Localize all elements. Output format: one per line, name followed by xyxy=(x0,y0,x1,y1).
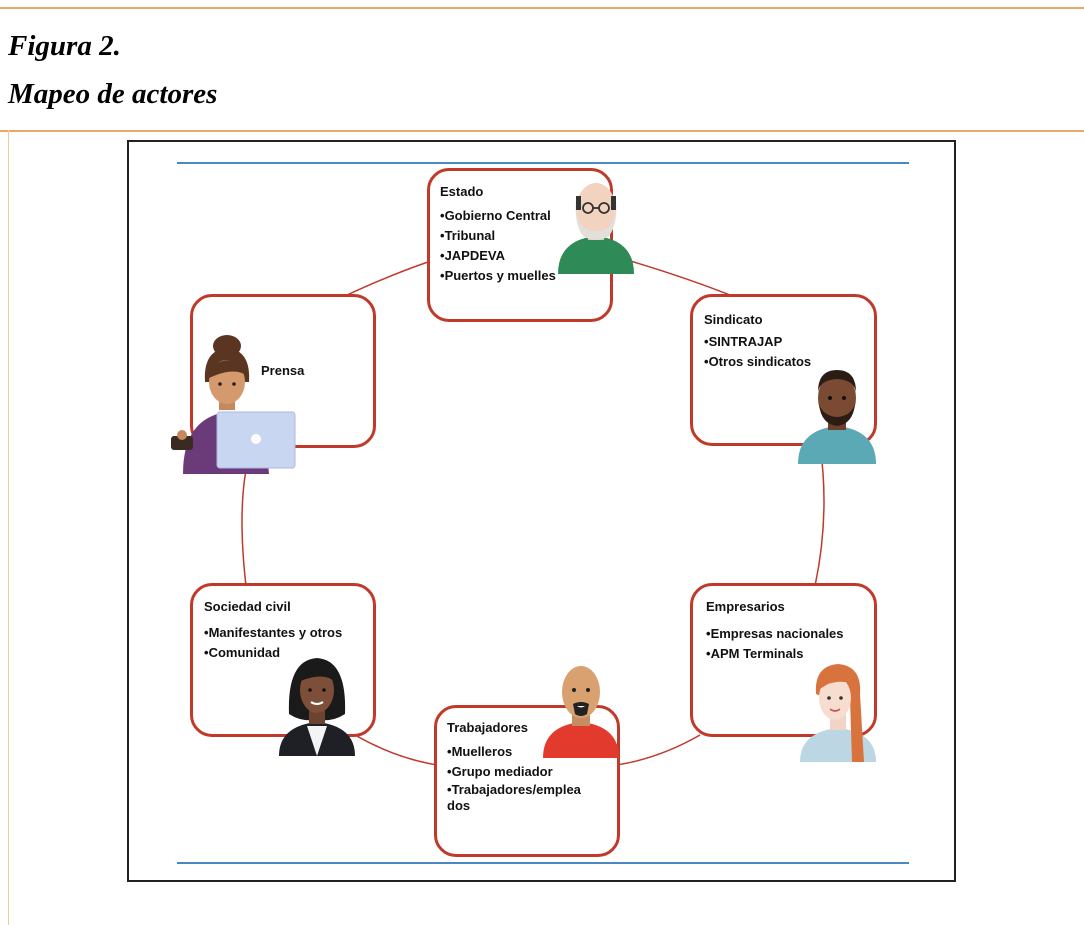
connector-trabajadores-sociedad xyxy=(354,734,438,766)
list-item: Manifestantes y otros xyxy=(204,623,343,643)
top-blue-rule xyxy=(177,162,909,164)
list-item: Empresas nacionales xyxy=(706,624,844,644)
top-rule xyxy=(0,7,1084,9)
list-item: Trabajadores/emplea dos xyxy=(447,782,581,814)
list-item: APM Terminals xyxy=(706,644,844,664)
woman-red-hair-avatar-icon xyxy=(800,664,876,762)
figure-number: Figura 2. xyxy=(8,30,121,62)
actor-list-sindicato: SINTRAJAP Otros sindicatos xyxy=(704,332,812,372)
woman-laptop-avatar-icon xyxy=(171,335,296,474)
list-item: Gobierno Central xyxy=(440,206,556,226)
bottom-blue-rule xyxy=(177,862,909,864)
list-item: Puertos y muelles xyxy=(440,266,556,286)
bald-man-glasses-avatar-icon xyxy=(558,183,634,274)
man-teal-shirt-avatar-icon xyxy=(798,370,876,464)
actor-list-trabajadores: Muelleros Grupo mediador Trabajadores/em… xyxy=(447,742,581,814)
list-item: Otros sindicatos xyxy=(704,352,812,372)
list-item: Muelleros xyxy=(447,742,572,762)
connector-empresarios-trabajadores xyxy=(616,734,701,766)
list-item: Tribunal xyxy=(440,226,556,246)
actor-title-prensa: Prensa xyxy=(261,363,305,378)
bald-man-goatee-avatar-icon xyxy=(543,666,619,758)
header-rule xyxy=(0,130,1084,132)
left-rule xyxy=(8,130,9,925)
actor-list-estado: Gobierno Central Tribunal JAPDEVA Puerto… xyxy=(440,206,556,286)
actor-title-sociedad-civil: Sociedad civil xyxy=(204,599,291,614)
actor-list-empresarios: Empresas nacionales APM Terminals xyxy=(706,624,844,664)
list-item: Grupo mediador xyxy=(447,762,572,782)
actor-title-estado: Estado xyxy=(440,184,484,199)
list-item: JAPDEVA xyxy=(440,246,556,266)
woman-black-blazer-avatar-icon xyxy=(279,658,355,756)
figure-title: Mapeo de actores xyxy=(8,78,218,110)
connector-prensa-estado xyxy=(344,261,429,297)
actor-title-sindicato: Sindicato xyxy=(704,312,763,327)
actor-title-empresarios: Empresarios xyxy=(706,599,785,614)
list-item: Comunidad xyxy=(204,643,342,663)
connector-sindicato-empresarios xyxy=(814,444,825,587)
actor-list-sociedad-civil: Manifestantes y otros Comunidad xyxy=(204,623,343,663)
actor-title-trabajadores: Trabajadores xyxy=(447,720,528,735)
list-item: SINTRAJAP xyxy=(704,332,811,352)
connector-sociedad-prensa xyxy=(241,469,247,587)
